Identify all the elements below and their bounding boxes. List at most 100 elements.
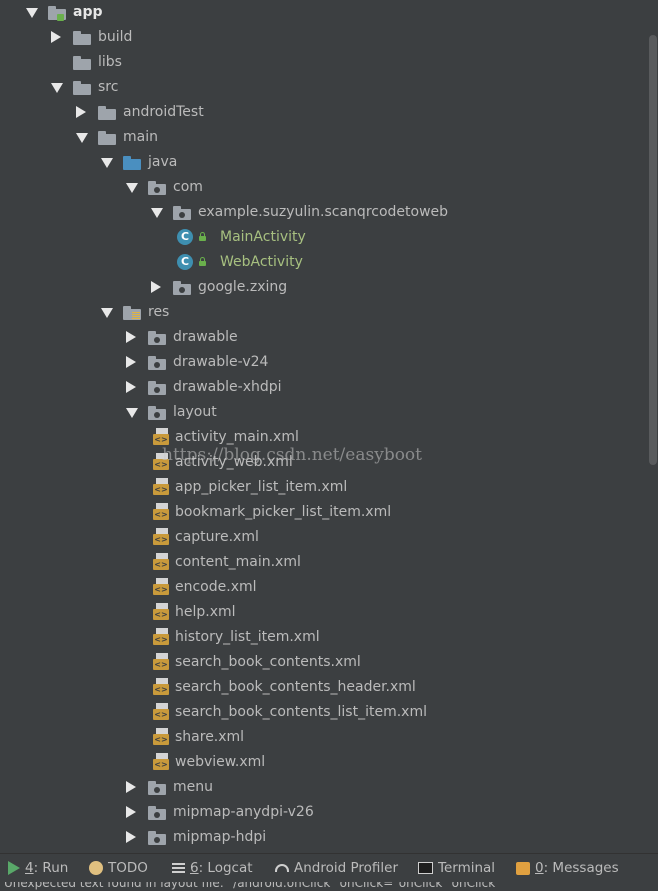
package-icon [148,406,166,420]
folder-icon [73,56,91,70]
class-icon: C [177,229,193,245]
tree-item-search-book-contents-xml[interactable]: <>search_book_contents.xml [0,650,648,675]
lock-icon [199,257,206,266]
package-icon [148,781,166,795]
tree-item-content-main-xml[interactable]: <>content_main.xml [0,550,648,575]
tree-item-src[interactable]: src [0,75,648,100]
messages-tool-button[interactable]: 0: Messages [516,858,619,878]
tree-item-share-xml[interactable]: <> share.xml [0,725,648,750]
tree-item-history-list-item-xml[interactable]: <>history_list_item.xml [0,625,648,650]
run-tool-button[interactable]: 4: Run [8,858,68,878]
folder-icon [73,31,91,45]
tree-item-search-book-contents-list-item-xml[interactable]: <>search_book_contents_list_item.xml [0,700,648,725]
source-folder-icon [123,156,141,170]
tree-item-label: com [173,179,203,195]
tree-item-res[interactable]: res [0,300,648,325]
tree-item-bookmark-picker-list-item-xml[interactable]: <>bookmark_picker_list_item.xml [0,500,648,525]
bottom-tool-window-bar: 4: Run TODO 6: Logcat Android Profiler T… [0,853,658,882]
tree-item-capture-xml[interactable]: <>capture.xml [0,525,648,550]
tree-item-java[interactable]: java [0,150,648,175]
xml-file-icon: <> [153,503,169,522]
tree-item-build[interactable]: build [0,25,648,50]
collapse-arrow-icon[interactable] [76,106,86,118]
tree-item-label: example.suzyulin.scanqrcodetoweb [198,204,449,220]
tree-item-layout[interactable]: layout [0,400,648,425]
tree-item-drawable[interactable]: drawable [0,325,648,350]
terminal-tool-button[interactable]: Terminal [418,858,495,878]
tree-item-activity-main-xml[interactable]: <>activity_main.xml [0,425,648,450]
logcat-key: 6 [190,860,199,876]
tree-item-label: drawable [173,329,238,345]
tree-item-mipmap-hdpi[interactable]: mipmap-hdpi [0,825,648,850]
tree-item-label: activity_main.xml [175,429,299,445]
expand-arrow-icon[interactable] [51,83,63,93]
xml-file-icon: <> [153,528,169,547]
tree-item-drawable-v24[interactable]: drawable-v24 [0,350,648,375]
tree-item-app-picker-list-item-xml[interactable]: <>app_picker_list_item.xml [0,475,648,500]
xml-file-icon: <> [153,728,169,747]
tree-item-search-book-contents-header-xml[interactable]: <> search_book_contents_header.xml [0,675,648,700]
xml-file-icon: <> [153,753,169,772]
collapse-arrow-icon[interactable] [51,31,61,43]
tree-item-example-suzyulin-scanqrcodetoweb[interactable]: example.suzyulin.scanqrcodetoweb [0,200,648,225]
tree-item-google-zxing[interactable]: google.zxing [0,275,648,300]
lock-icon [199,232,206,241]
tree-item-libs[interactable]: libs [0,50,648,75]
expand-arrow-icon[interactable] [76,133,88,143]
expand-arrow-icon[interactable] [26,8,38,18]
tree-item-main[interactable]: main [0,125,648,150]
xml-file-icon: <> [153,603,169,622]
tree-item-label: app [73,4,103,20]
tree-item-menu[interactable]: menu [0,775,648,800]
tree-item-label: activity_web.xml [175,454,293,470]
tree-scrollbar[interactable] [648,0,658,850]
expand-arrow-icon[interactable] [126,183,138,193]
tree-item-label: share.xml [175,729,245,745]
collapse-arrow-icon[interactable] [126,831,136,843]
logcat-icon [172,863,185,873]
tree-item-label: webview.xml [175,754,266,770]
tree-item-com[interactable]: com [0,175,648,200]
tree-item-label: search_book_contents_header.xml [175,679,416,695]
android-profiler-tool-button[interactable]: Android Profiler [275,858,398,878]
tree-item-help-xml[interactable]: <> help.xml [0,600,648,625]
tree-item-androidtest[interactable]: androidTest [0,100,648,125]
logcat-tool-button[interactable]: 6: Logcat [172,858,253,878]
tree-item-activity-web-xml[interactable]: <>activity_web.xml [0,450,648,475]
tree-item-webview-xml[interactable]: <> webview.xml [0,750,648,775]
expand-arrow-icon[interactable] [126,408,138,418]
expand-arrow-icon[interactable] [151,208,163,218]
tree-item-drawable-xhdpi[interactable]: drawable-xhdpi [0,375,648,400]
tree-item-app[interactable]: app [0,0,648,25]
xml-file-icon: <> [153,678,169,697]
todo-tool-button[interactable]: TODO [89,858,148,878]
collapse-arrow-icon[interactable] [126,806,136,818]
terminal-label: Terminal [438,860,496,876]
tree-item-mipmap-anydpi-v26[interactable]: mipmap-anydpi-v26 [0,800,648,825]
package-icon [148,356,166,370]
scrollbar-thumb[interactable] [649,35,657,465]
tree-item-label: search_book_contents.xml [175,654,361,670]
tree-item-label: encode.xml [175,579,257,595]
tree-item-label: help.xml [175,604,236,620]
tree-item-label: MainActivity [220,229,306,245]
xml-file-icon: <> [153,703,169,722]
tree-item-label: androidTest [123,104,204,120]
xml-file-icon: <> [153,628,169,647]
tree-item-label: java [148,154,178,170]
collapse-arrow-icon[interactable] [151,281,161,293]
tree-item-encode-xml[interactable]: <> encode.xml [0,575,648,600]
collapse-arrow-icon[interactable] [126,356,136,368]
run-key: 4 [25,860,34,876]
expand-arrow-icon[interactable] [101,158,113,168]
collapse-arrow-icon[interactable] [126,781,136,793]
xml-file-icon: <> [153,578,169,597]
tree-item-mainactivity[interactable]: C MainActivity [0,225,648,250]
collapse-arrow-icon[interactable] [126,331,136,343]
expand-arrow-icon[interactable] [101,308,113,318]
collapse-arrow-icon[interactable] [126,381,136,393]
xml-file-icon: <> [153,553,169,572]
messages-label: : Messages [543,860,619,876]
